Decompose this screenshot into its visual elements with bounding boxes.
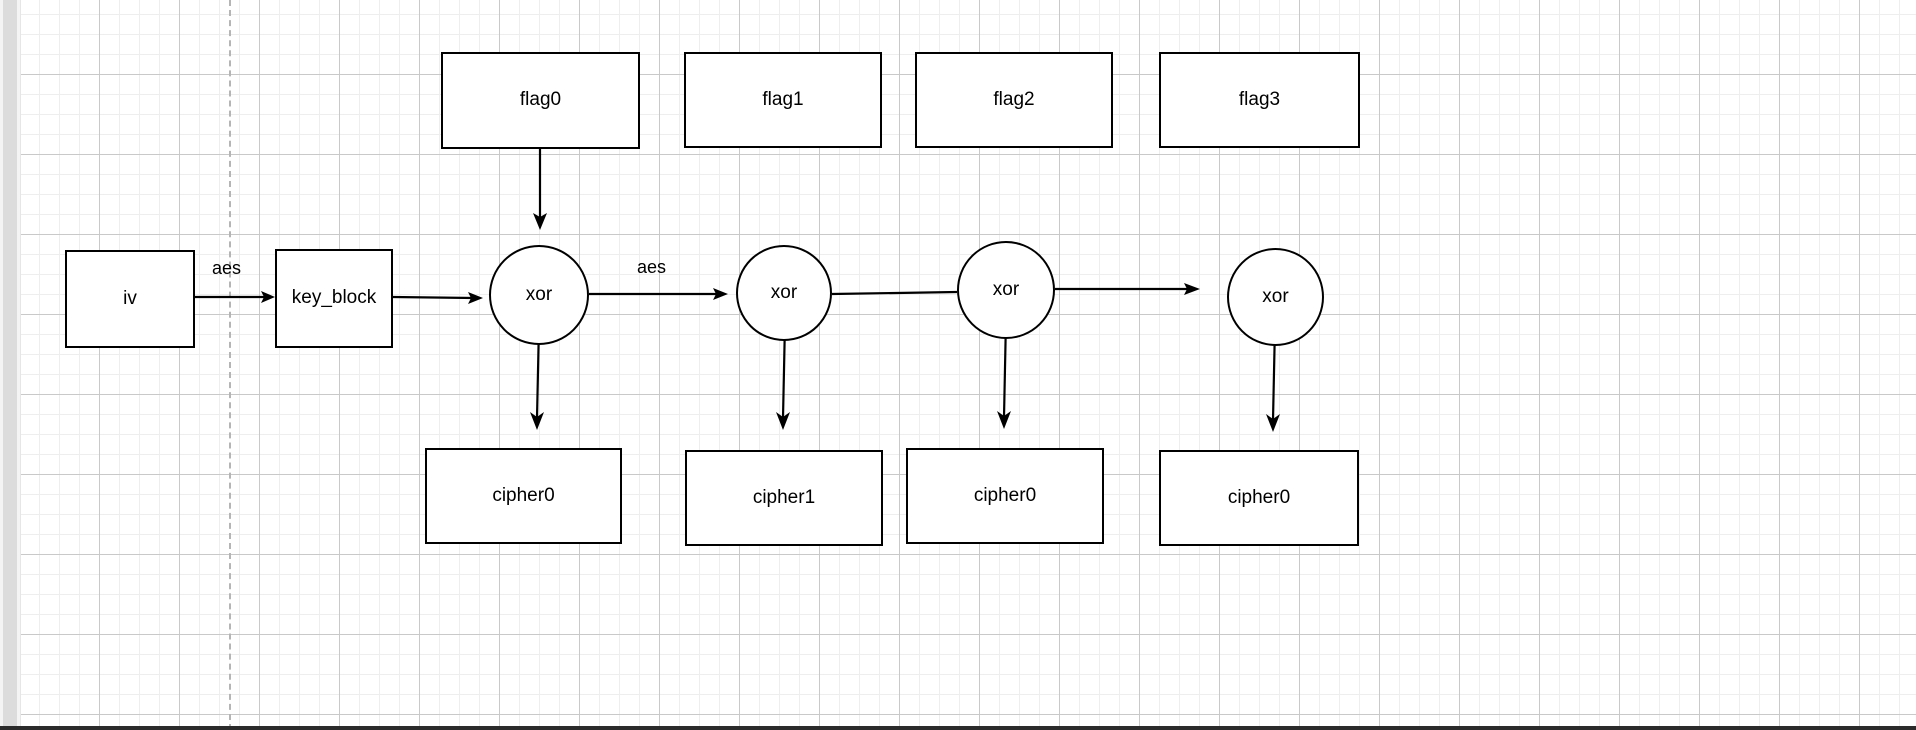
node-cipher0-c[interactable]: cipher0: [1159, 450, 1359, 546]
node-cipher0-b[interactable]: cipher0: [906, 448, 1104, 544]
diagram-canvas[interactable]: aes aes iv key_block flag0 flag1 flag2 f…: [21, 0, 1916, 730]
vertical-scrollbar-track[interactable]: [0, 0, 21, 730]
node-xor-2-label: xor: [992, 278, 1020, 300]
node-xor-2[interactable]: xor: [957, 241, 1055, 339]
node-flag3-label: flag3: [1238, 88, 1281, 110]
edge-xor0-to-xor1[interactable]: [589, 288, 728, 300]
window-bottom-edge: [0, 726, 1916, 730]
edge-label-aes-xor0-xor1: aes: [637, 257, 667, 277]
node-flag3[interactable]: flag3: [1159, 52, 1360, 148]
node-flag0[interactable]: flag0: [441, 52, 640, 149]
vertical-scrollbar-thumb[interactable]: [3, 0, 17, 730]
node-xor-3-label: xor: [1262, 285, 1289, 307]
node-iv[interactable]: iv: [65, 250, 195, 348]
edge-label-aes-iv-keyblock: aes: [212, 258, 242, 278]
node-xor-0[interactable]: xor: [489, 245, 589, 345]
node-cipher1-label: cipher1: [752, 486, 816, 508]
node-flag1-label: flag1: [762, 88, 804, 110]
edge-xor2-to-xor3[interactable]: [1055, 283, 1200, 295]
node-flag0-label: flag0: [519, 89, 562, 111]
node-cipher1[interactable]: cipher1: [685, 450, 883, 546]
edge-keyblock-to-xor0[interactable]: [392, 292, 483, 304]
edge-xor1-to-xor2[interactable]: [831, 290, 958, 296]
node-xor-3[interactable]: xor: [1227, 248, 1324, 346]
node-xor-0-label: xor: [525, 283, 553, 305]
node-key-block[interactable]: key_block: [275, 249, 393, 348]
node-flag1[interactable]: flag1: [684, 52, 882, 148]
node-xor-1-label: xor: [770, 281, 798, 303]
node-flag2[interactable]: flag2: [915, 52, 1113, 148]
node-key-block-label: key_block: [291, 287, 377, 309]
node-flag2-label: flag2: [993, 88, 1035, 110]
node-cipher0-a-label: cipher0: [492, 484, 555, 506]
node-cipher0-b-label: cipher0: [973, 484, 1037, 506]
node-cipher0-c-label: cipher0: [1227, 486, 1291, 508]
page-break-guide: [229, 0, 231, 730]
node-xor-1[interactable]: xor: [736, 245, 832, 341]
node-iv-label: iv: [123, 287, 137, 309]
edge-iv-to-keyblock[interactable]: [195, 291, 275, 303]
node-cipher0-a[interactable]: cipher0: [425, 448, 622, 544]
